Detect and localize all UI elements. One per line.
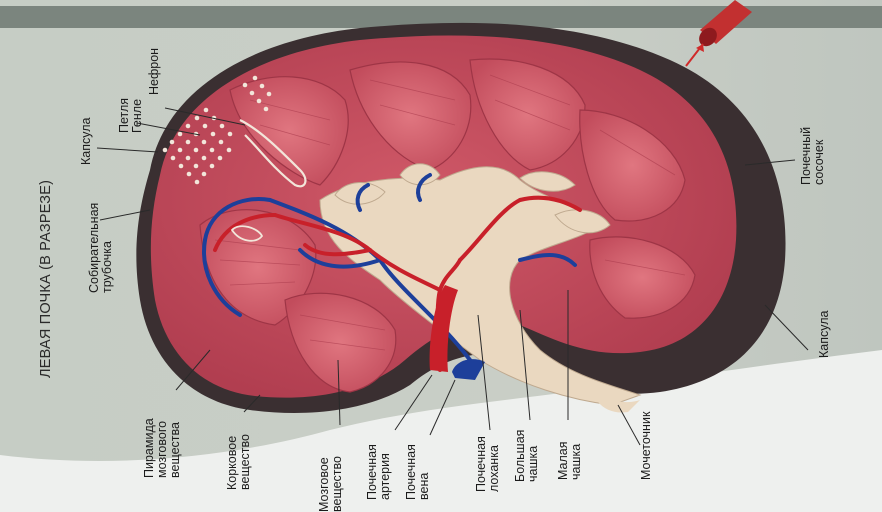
label-capsule-top: Капсула <box>80 118 93 165</box>
label-line: сосочек <box>813 127 826 185</box>
label-line: Капсула <box>818 311 831 358</box>
label-line: вещества <box>169 418 182 478</box>
label-nephron: Нефрон <box>148 48 161 95</box>
label-cortex: Корковое вещество <box>226 434 252 490</box>
label-major-calyx: Большая чашка <box>514 430 540 482</box>
label-capsule-right: Капсула <box>818 311 831 358</box>
label-pyramid: Пирамида мозгового вещества <box>143 418 182 478</box>
label-henle-loop: Петля Генле <box>118 98 144 133</box>
label-line: чашка <box>570 441 583 480</box>
label-line: Генле <box>131 98 144 133</box>
label-papilla: Почечный сосочек <box>800 127 826 185</box>
label-line: Мочеточник <box>640 412 653 480</box>
label-renal-vein: Почечная вена <box>405 444 431 500</box>
label-line: Капсула <box>80 118 93 165</box>
label-collecting-duct: Собирательная трубочка <box>88 203 114 293</box>
label-line: вещество <box>331 456 344 512</box>
label-line: вена <box>418 444 431 500</box>
label-renal-artery: Почечная артерия <box>366 444 392 500</box>
label-ureter: Мочеточник <box>640 412 653 480</box>
label-line: Нефрон <box>148 48 161 95</box>
label-line: артерия <box>379 444 392 500</box>
label-renal-pelvis: Почечная лоханка <box>475 436 501 492</box>
label-medulla: Мозговое вещество <box>318 456 344 512</box>
label-line: лоханка <box>488 436 501 492</box>
label-minor-calyx: Малая чашка <box>557 441 583 480</box>
label-line: вещество <box>239 434 252 490</box>
label-line: чашка <box>527 430 540 482</box>
label-line: трубочка <box>101 203 114 293</box>
diagram-title: ЛЕВАЯ ПОЧКА (В РАЗРЕЗЕ) <box>38 180 54 378</box>
